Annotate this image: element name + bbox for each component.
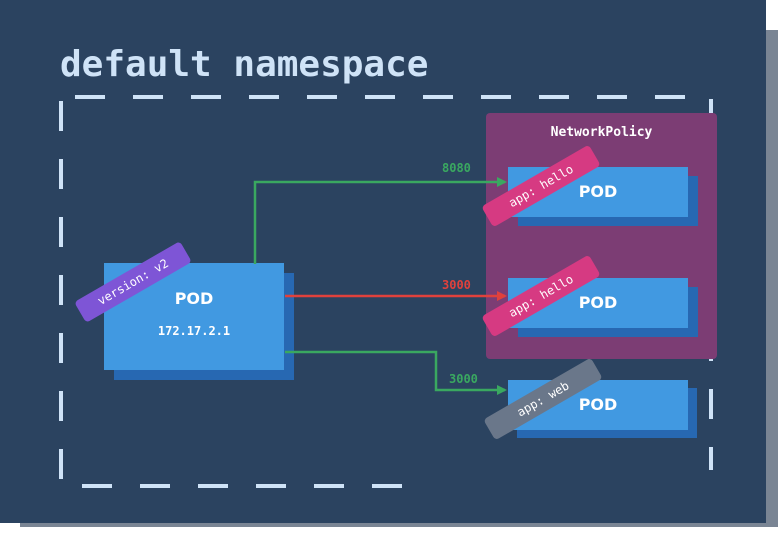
source-pod-label: POD xyxy=(174,289,214,308)
network-policy-label: NetworkPolicy xyxy=(550,125,653,140)
namespace-canvas: default namespace NetworkPolicy POD 172.… xyxy=(0,0,766,523)
port-label-8080: 8080 xyxy=(442,161,471,175)
port-label-3000-denied: 3000 xyxy=(442,278,471,292)
target-pod-3-label: POD xyxy=(578,395,618,414)
target-pod-1-label: POD xyxy=(578,182,618,201)
target-pod-2-label: POD xyxy=(578,293,618,312)
namespace-title: default namespace xyxy=(60,44,429,85)
port-label-3000-allowed: 3000 xyxy=(449,372,478,386)
source-pod-ip: 172.17.2.1 xyxy=(157,324,231,338)
